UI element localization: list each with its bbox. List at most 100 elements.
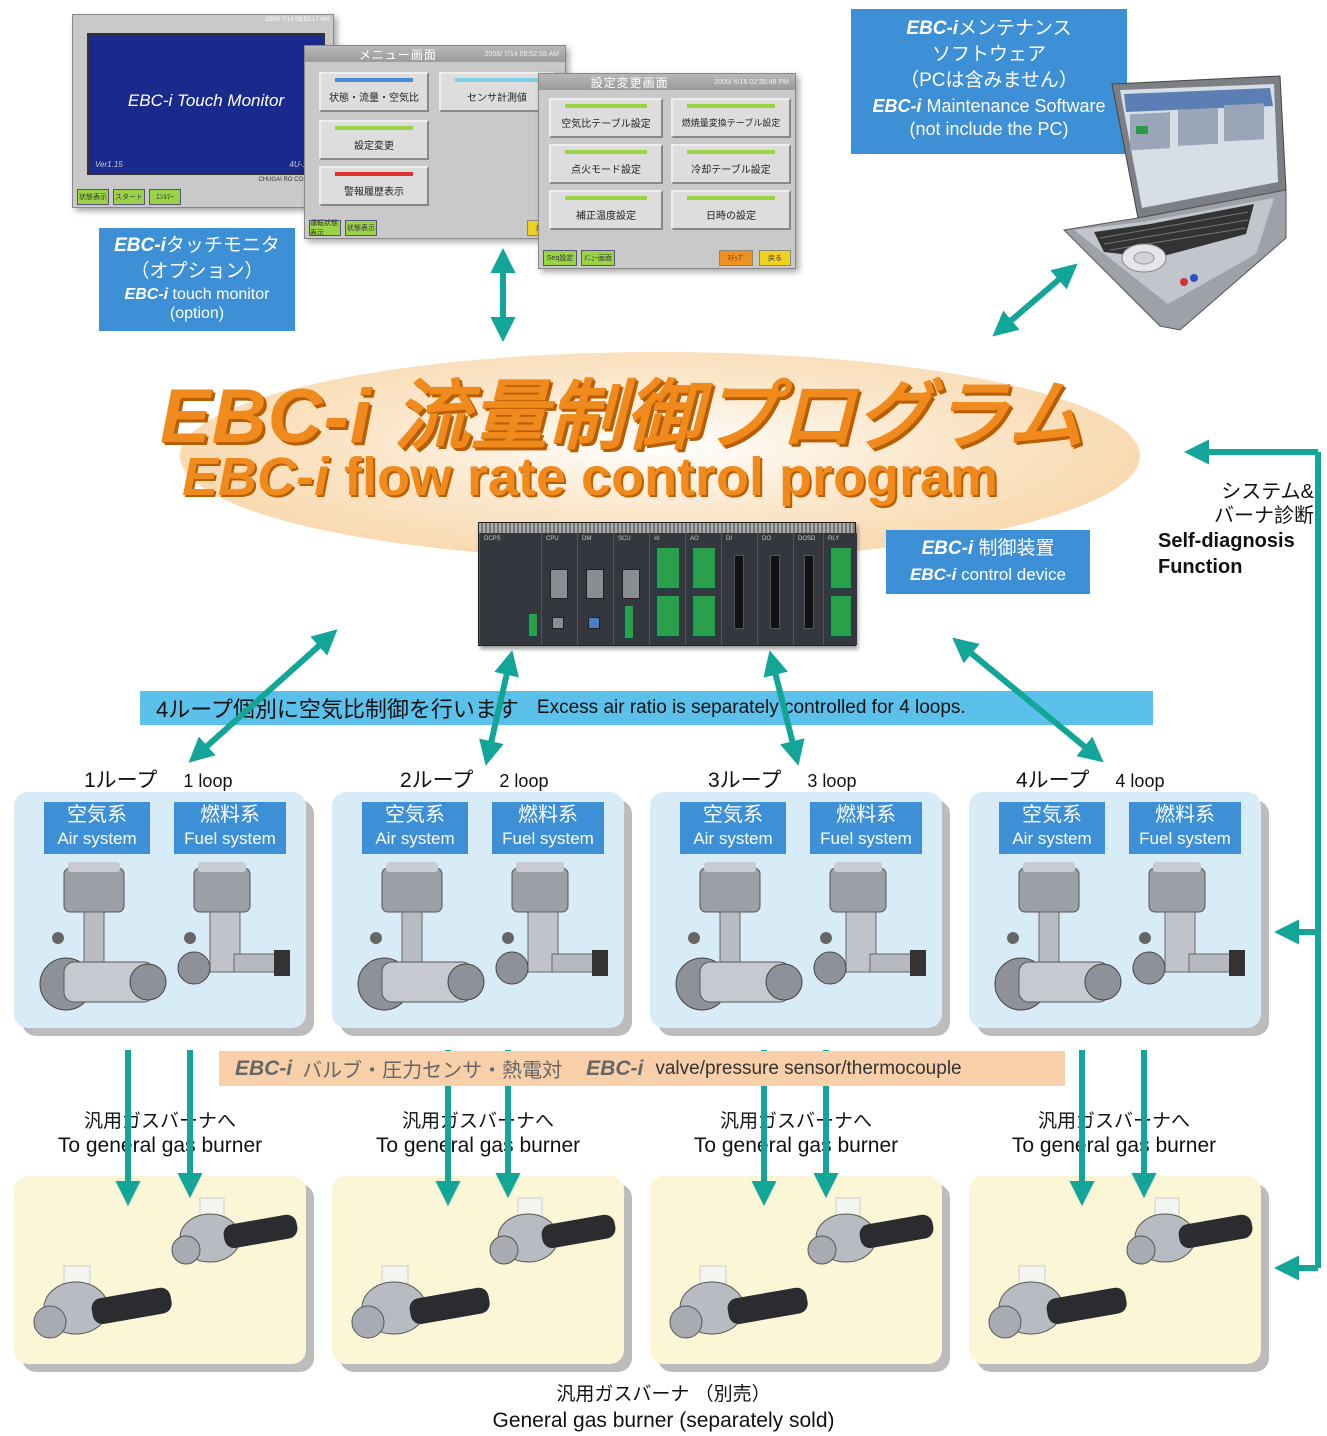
lan-port: [588, 617, 600, 629]
gas-burner-icon: [669, 1197, 934, 1339]
burner-box-3: [650, 1176, 942, 1364]
label-jp: メンテナンス: [958, 18, 1072, 39]
label-en: Maintenance Software: [926, 96, 1106, 116]
burner-box-4: [969, 1176, 1261, 1364]
fuel-valve-icon: [495, 862, 608, 985]
label-jp-option: （オプション）: [130, 261, 264, 282]
footer-caption: 汎用ガスバーナ （別売） General gas burner (separat…: [0, 1382, 1327, 1434]
air-ratio-table-button[interactable]: 空気比テーブル設定: [549, 98, 663, 138]
settings-screen-header: 設定変更画面 2005/ 6/16 02:35:48 PM: [539, 74, 795, 90]
label-jp: タッチモニタ: [165, 235, 280, 256]
brand-name: EBC-i: [872, 96, 922, 116]
button-label: 空気比テーブル設定: [561, 118, 651, 130]
to-burner-jp: 汎用ガスバーナへ: [719, 1111, 872, 1132]
ignition-mode-button[interactable]: 点火モード設定: [549, 144, 663, 184]
module-ai: AI: [649, 533, 685, 645]
footer-en: General gas burner (separately sold): [492, 1409, 835, 1432]
touch-monitor-title: EBC-i Touch Monitor: [127, 91, 285, 110]
diagnosis-en-1: Self-diagnosis: [1158, 530, 1295, 552]
loop-jp: 1ループ: [84, 769, 158, 792]
burner-box-1: [14, 1176, 306, 1364]
main-title-jp: EBC-i 流量制御プログラム: [160, 374, 1085, 459]
start-button[interactable]: スタート: [113, 189, 145, 205]
menu-status-button[interactable]: 状態・流量・空気比: [319, 72, 429, 112]
settings-screen-timestamp: 2005/ 6/16 02:35:48 PM: [714, 78, 789, 86]
brand-name: EBC-i: [114, 235, 166, 256]
module-rly: RLY: [823, 533, 857, 645]
label-jp-line3: （PCは含みません）: [900, 70, 1078, 91]
menu-screen: メニュー画面 2006/ 7/14 09:52:58 AM 状態・流量・空気比 …: [304, 45, 566, 239]
terminal: [692, 595, 716, 637]
company-name: CHUGAI RO CO.,LTD.: [258, 177, 319, 183]
valve-pair: [994, 862, 1245, 1011]
main-title-en: EBC-i flow rate control program: [182, 446, 1182, 508]
valve-pair: [675, 862, 926, 1011]
fuel-valve-icon: [813, 862, 926, 985]
loop-en: 1 loop: [183, 771, 233, 791]
menu-screen-title: メニュー画面: [358, 47, 437, 62]
touch-monitor-label: EBC-iタッチモニタ （オプション） EBC-i touch monitor …: [99, 228, 295, 331]
run-status-button[interactable]: 運転状態表示: [309, 220, 341, 237]
air-valve-icon: [994, 862, 1122, 1011]
air-en: Air system: [375, 829, 455, 848]
loop-control-banner: 4ループ個別に空気比制御を行います Excess air ratio is se…: [140, 691, 1153, 725]
button-label: 点火モード設定: [571, 164, 641, 176]
back-button[interactable]: 戻る: [759, 250, 791, 266]
fuel-jp: 燃料系: [200, 804, 260, 826]
settings-screen: 設定変更画面 2005/ 6/16 02:35:48 PM 空気比テーブル設定 …: [538, 73, 796, 269]
serial-port: [586, 569, 604, 599]
brand-name: EBC-i: [906, 18, 959, 39]
serial-port: [550, 569, 568, 599]
step-button[interactable]: ｽﾃｯﾌﾟ: [719, 250, 753, 266]
air-en: Air system: [693, 829, 773, 848]
touch-monitor-version: Ver1.15: [95, 160, 123, 169]
datetime-button[interactable]: 日時の設定: [671, 190, 791, 230]
button-indicator: [687, 196, 775, 200]
module-label: DO: [762, 536, 771, 542]
module-label: CPU: [546, 536, 559, 542]
module-label: DOSD: [798, 536, 816, 542]
menu-alarm-button[interactable]: 警報履歴表示: [319, 166, 429, 206]
module-di: DI: [721, 533, 757, 645]
valve-sensor-banner: EBC-i バルブ・圧力センサ・熱電対 EBC-i valve/pressure…: [219, 1051, 1065, 1086]
button-indicator: [455, 78, 539, 82]
module-label: AI: [654, 536, 660, 542]
fuel-en: Fuel system: [502, 829, 594, 848]
menu-settings-button[interactable]: 設定変更: [319, 120, 429, 160]
button-indicator: [687, 104, 775, 108]
button-label: 燃焼量変換テーブル設定: [681, 117, 781, 128]
control-device-label: EBC-i 制御装置 EBC-i control device: [886, 530, 1090, 594]
label-en: touch monitor: [172, 286, 270, 303]
loop-1-header: 1ループ 1 loop: [84, 764, 232, 794]
valve-pair: [357, 862, 608, 1011]
banner-jp: バルブ・圧力センサ・熱電対: [302, 1060, 563, 1082]
status-button[interactable]: 状態表示: [77, 189, 109, 205]
module-ao: AO: [685, 533, 721, 645]
diagnosis-jp-1: システム&: [1221, 481, 1314, 503]
footer-jp: 汎用ガスバーナ （別売）: [556, 1384, 771, 1405]
menu-screen-button[interactable]: ﾒﾆｭｰ画面: [581, 250, 615, 266]
cooling-table-button[interactable]: 冷却テーブル設定: [671, 144, 791, 184]
diagnosis-en-2: Function: [1158, 556, 1243, 578]
module-dosd: DOSD: [793, 533, 823, 645]
error-button[interactable]: ｴﾝﾙﾏｰ: [149, 189, 181, 205]
menu-sensor-button[interactable]: センサ計測値: [439, 72, 555, 112]
state-button[interactable]: 状態表示: [345, 220, 377, 236]
air-en: Air system: [57, 829, 137, 848]
loop-en: 4 loop: [1115, 771, 1165, 791]
button-indicator: [687, 150, 775, 154]
button-label: 冷却テーブル設定: [691, 164, 771, 176]
seq-settings-button[interactable]: Seq設定: [543, 250, 577, 266]
correction-temp-button[interactable]: 補正温度設定: [549, 190, 663, 230]
fuel-en: Fuel system: [820, 829, 912, 848]
fuel-table-button[interactable]: 燃焼量変換テーブル設定: [671, 98, 791, 138]
module-do: DO: [757, 533, 793, 645]
to-burner-en: To general gas burner: [57, 1134, 263, 1157]
